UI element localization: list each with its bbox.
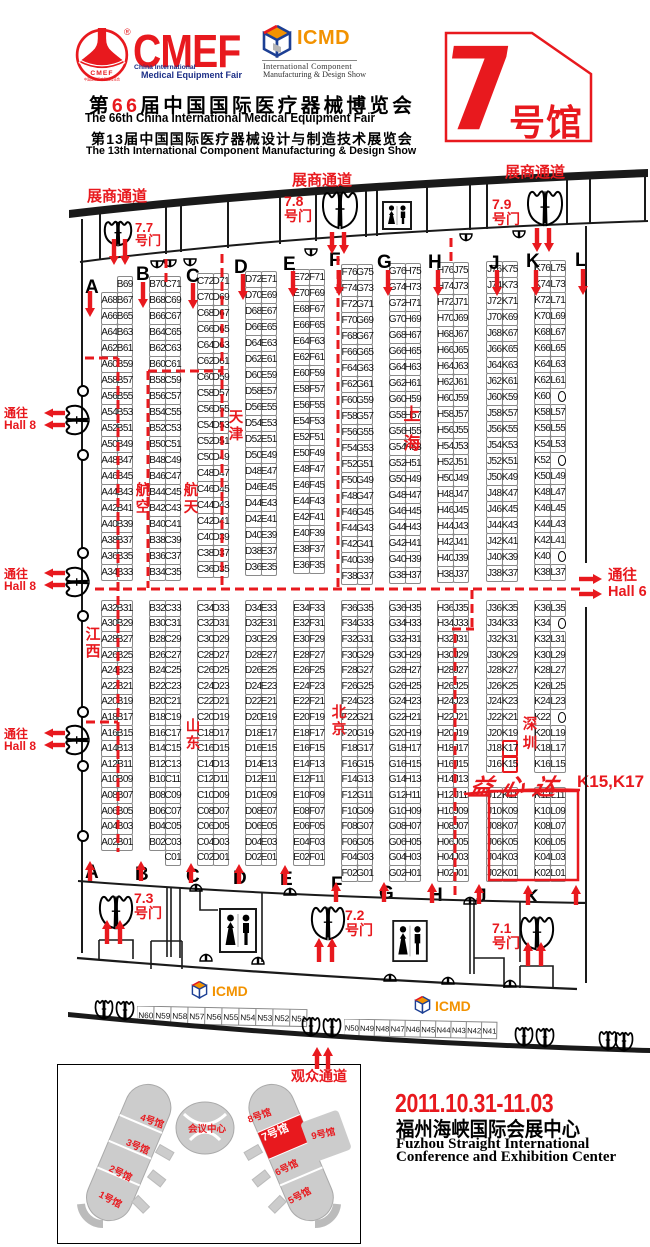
svg-text:9号馆: 9号馆 <box>310 1125 337 1142</box>
svg-text:会议中心: 会议中心 <box>188 1123 227 1135</box>
svg-text:CMEF: CMEF <box>90 70 113 77</box>
svg-text:中国国际医疗器械博览会: 中国国际医疗器械博览会 <box>84 76 121 81</box>
